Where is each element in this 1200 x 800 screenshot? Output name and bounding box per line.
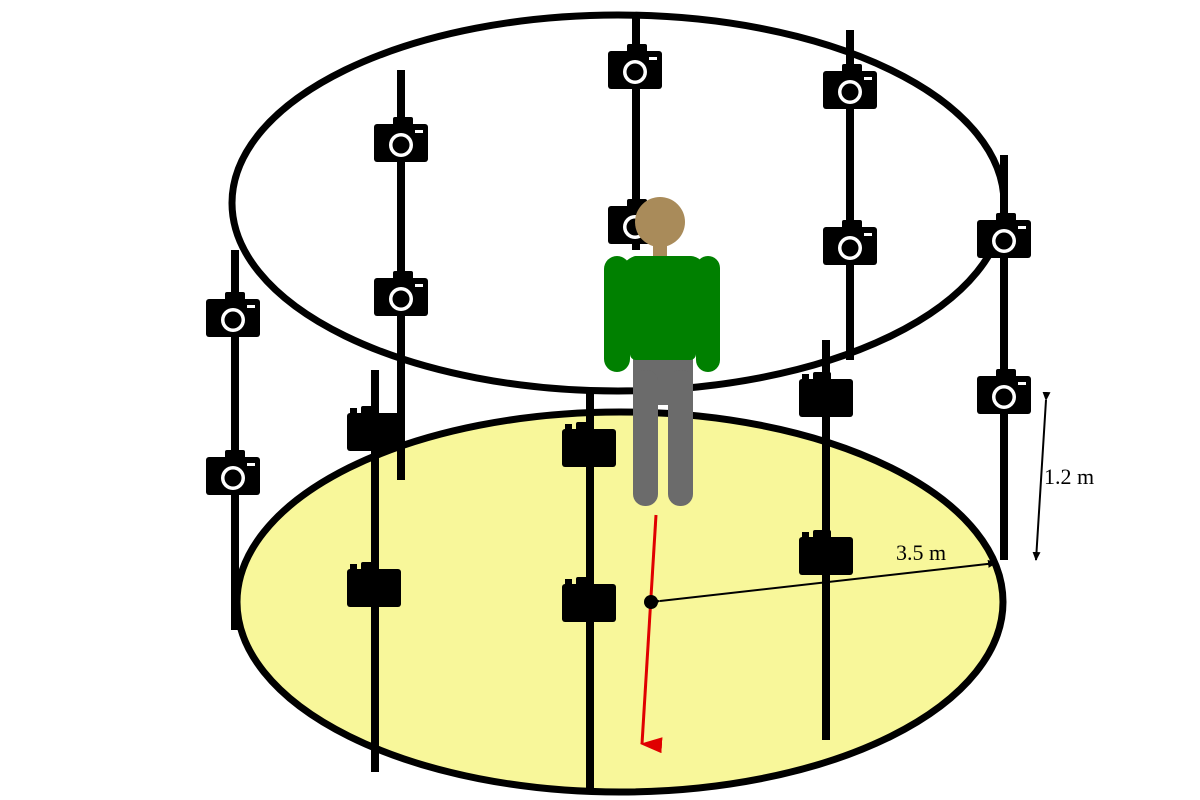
camera-icon <box>977 213 1031 258</box>
camera-icon <box>206 292 260 337</box>
camera-icon <box>608 44 662 89</box>
height-arrow <box>1032 391 1051 561</box>
top-ring <box>228 11 1008 395</box>
camera-icon <box>823 220 877 265</box>
person-figure <box>604 197 720 506</box>
radius-arrow <box>651 559 997 606</box>
radius-label: 3.5 m <box>896 540 946 565</box>
height-label: 1.2 m <box>1044 464 1094 489</box>
camera-icon <box>347 406 401 451</box>
camera-icon <box>206 450 260 495</box>
camera-icon <box>374 117 428 162</box>
camera-icon <box>977 369 1031 414</box>
camera-icon <box>799 372 853 417</box>
camera-icon <box>823 64 877 109</box>
center-point <box>644 595 658 609</box>
direction-arrow <box>640 514 663 754</box>
camera-icon <box>374 271 428 316</box>
